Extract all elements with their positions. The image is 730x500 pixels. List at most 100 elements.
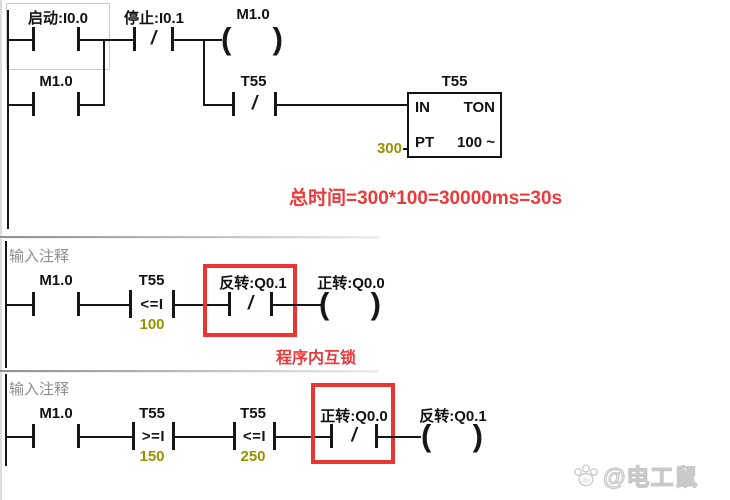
wire [175,436,233,438]
timer-type-label: TON [463,99,495,116]
wire [277,104,407,106]
contact-bar [330,424,333,448]
operand-label-t55-contact[interactable]: T55 [240,73,267,90]
wire [9,39,32,41]
contact-bar [32,292,35,316]
coil-paren-right: ) [272,21,283,56]
no-contact-m10[interactable] [32,292,80,316]
operand-label-forward-coil[interactable]: 正转:Q0.0 [317,275,385,292]
contact-bar [228,292,231,316]
wire [174,39,222,41]
branch-wire [203,39,205,106]
timer-title[interactable]: T55 [441,73,468,90]
contact-bar [32,92,35,116]
output-coil-q00[interactable]: ( ) [319,288,381,320]
wire [7,436,32,438]
power-rail [5,241,7,368]
nc-slash-icon: / [251,93,258,114]
wire [273,304,321,306]
contact-bar [172,290,175,318]
wire [403,148,408,150]
contact-bar [274,92,277,116]
network-separator [0,236,379,238]
contact-bar [77,424,80,448]
svg-text:du: du [582,478,590,485]
operand-label-reverse[interactable]: 反转:Q0.1 [219,275,287,292]
wire [175,304,229,306]
contact-bar [77,27,80,51]
red-highlight-box [311,383,395,464]
wire [7,304,32,306]
compare-value[interactable]: 100 [139,316,165,333]
operand-label-start[interactable]: 启动:I0.0 [27,10,88,27]
nc-contact-q00[interactable]: / [330,424,378,448]
wire [9,104,32,106]
output-coil-q01[interactable]: ( ) [421,420,483,452]
operand-label-forward[interactable]: 正转:Q0.0 [320,408,388,425]
compare-value[interactable]: 250 [240,448,266,465]
no-contact-m10-branch[interactable] [32,92,80,116]
nc-slash-icon: / [247,293,254,314]
nc-slash-icon: / [351,425,357,446]
coil-paren-left: ( [319,286,330,321]
compare-contact-le[interactable]: <=I [129,290,175,318]
timer-in-label: IN [415,99,430,116]
contact-bar [375,424,378,448]
contact-bar [273,422,276,450]
no-contact-m10[interactable] [32,424,80,448]
annotation-total-time: 总时间=300*100=30000ms=30s [289,188,563,209]
contact-bar [77,92,80,116]
no-contact-start[interactable] [32,27,80,51]
wire [276,436,330,438]
power-rail [5,374,7,466]
network-comment[interactable]: 输入注释 [9,249,70,265]
contact-bar [132,422,135,450]
contact-bar [171,27,174,51]
compare-value[interactable]: 150 [139,448,165,465]
coil-paren-right: ) [370,286,381,321]
operand-label-t55[interactable]: T55 [139,405,165,422]
compare-contact-ge[interactable]: >=I [132,422,175,450]
compare-contact-le[interactable]: <=I [233,422,276,450]
operand-label-coil-m[interactable]: M1.0 [236,6,270,23]
watermark: du @电工鼠 [572,458,698,492]
compare-operator: <=I [242,427,267,445]
network-separator [0,370,379,372]
compare-operator: <=I [140,295,164,313]
operand-label-branch-m[interactable]: M1.0 [39,73,73,90]
operand-label-reverse-coil[interactable]: 反转:Q0.1 [419,408,487,425]
timer-base-value: 100 ~ [457,134,495,151]
contact-bar [232,92,235,116]
window-left-border [0,0,2,500]
nc-contact-t55[interactable]: / [232,92,277,116]
nc-contact-q01[interactable]: / [228,292,273,316]
output-coil-m10[interactable]: ( ) [221,23,283,55]
operand-label-m[interactable]: M1.0 [39,272,73,289]
power-rail [7,10,9,229]
timer-preset-value[interactable]: 300 [376,140,402,157]
contact-bar [32,424,35,448]
wire [205,104,233,106]
contact-bar [270,292,273,316]
contact-bar [32,27,35,51]
ton-timer-box[interactable]: IN TON PT 100 ~ [407,92,502,158]
operand-label-stop[interactable]: 停止:I0.1 [123,10,184,27]
paw-icon: du [574,464,598,487]
compare-operator: >=I [141,427,166,445]
nc-contact-stop[interactable]: / [133,27,174,51]
wire [80,436,132,438]
network-comment[interactable]: 输入注释 [9,382,70,398]
operand-label-t55[interactable]: T55 [240,405,266,422]
wire [80,304,129,306]
coil-paren-left: ( [421,418,432,453]
operand-label-t55[interactable]: T55 [138,272,165,289]
annotation-interlock: 程序内互锁 [276,350,357,367]
contact-bar [233,422,236,450]
operand-label-m[interactable]: M1.0 [39,405,73,422]
selection-box [6,3,110,70]
watermark-text: @电工鼠 [602,463,699,490]
contact-bar [129,290,132,318]
contact-bar [133,27,136,51]
wire [80,104,105,106]
